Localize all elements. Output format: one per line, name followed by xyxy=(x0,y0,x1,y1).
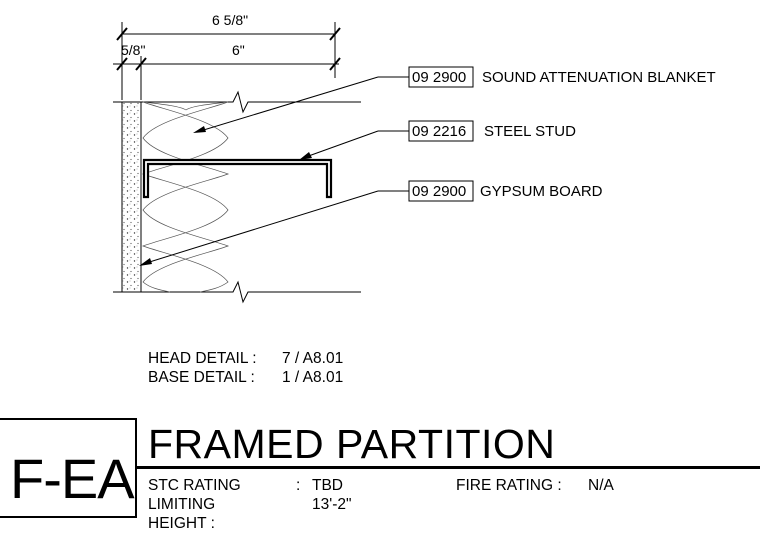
dimension-lines xyxy=(113,22,341,100)
title-rule xyxy=(137,466,760,469)
dim-stud: 6" xyxy=(232,42,245,58)
base-detail-value: 1 / A8.01 xyxy=(282,369,344,386)
head-detail-label: HEAD DETAIL : xyxy=(148,350,257,367)
head-detail-value: 7 / A8.01 xyxy=(282,350,344,367)
callout-code-stud: 09 2216 xyxy=(412,123,466,140)
partition-title: FRAMED PARTITION xyxy=(148,421,556,467)
insulation-blanket xyxy=(141,101,230,293)
callout-code-boxes xyxy=(408,66,474,202)
base-detail-label: BASE DETAIL : xyxy=(148,369,255,386)
callout-code-blanket: 09 2900 xyxy=(412,69,466,86)
fire-rating-label: FIRE RATING : xyxy=(456,477,562,494)
leader-lines xyxy=(142,76,409,265)
stc-rating-value: TBD xyxy=(312,477,343,494)
dim-overall: 6 5/8" xyxy=(212,12,248,28)
limiting-height-value: 13'-2" xyxy=(312,496,352,513)
steel-stud xyxy=(142,158,333,199)
stc-rating-separator: : xyxy=(296,477,301,494)
type-code: F-EA xyxy=(10,447,135,510)
limiting-height-label-line2: HEIGHT : xyxy=(148,515,215,532)
type-code-box xyxy=(0,418,137,518)
callout-label-gypsum: GYPSUM BOARD xyxy=(480,183,603,200)
callout-label-blanket: SOUND ATTENUATION BLANKET xyxy=(482,69,716,86)
callout-code-gypsum: 09 2900 xyxy=(412,183,466,200)
callout-label-stud: STEEL STUD xyxy=(484,123,576,140)
dim-board: 5/8" xyxy=(121,42,145,58)
limiting-height-label-line1: LIMITING xyxy=(148,496,216,513)
stc-rating-label: STC RATING xyxy=(148,477,241,494)
fire-rating-value: N/A xyxy=(588,477,614,494)
leader-arrowheads xyxy=(139,126,312,266)
gypsum-board xyxy=(121,101,142,293)
wall-boundary-lines xyxy=(113,90,361,304)
